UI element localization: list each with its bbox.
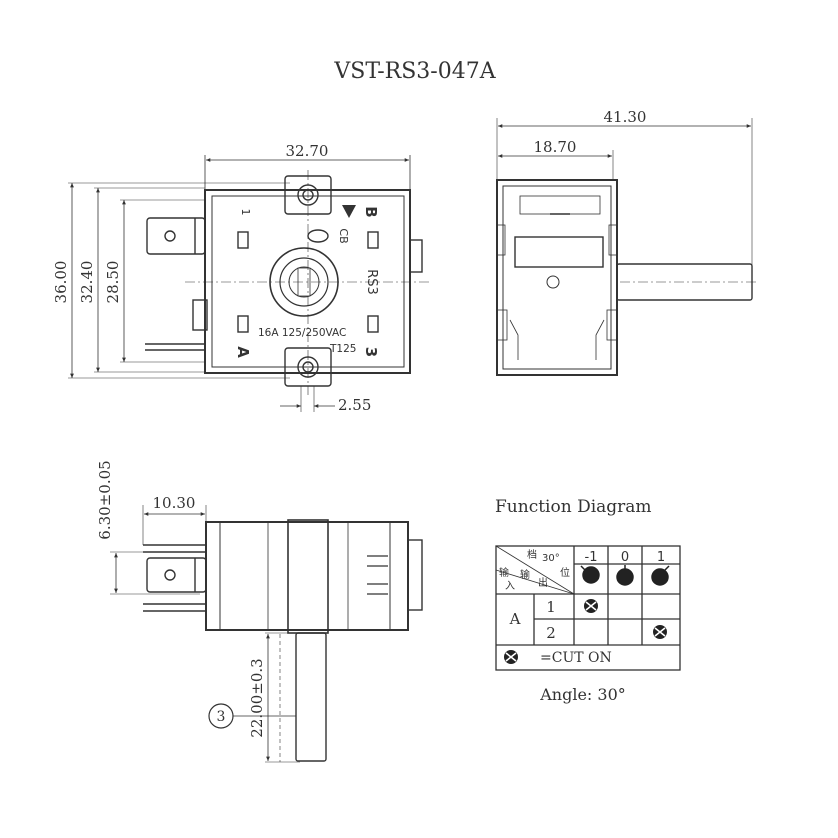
- label-term-3: 3: [362, 347, 380, 357]
- angle-label: Angle: 30°: [539, 685, 626, 704]
- position-0: 0: [621, 550, 629, 565]
- dim-tab-width: 2.55: [338, 396, 371, 414]
- label-cb: CB: [337, 228, 350, 243]
- side-view: [496, 118, 757, 376]
- output-2: 2: [546, 624, 556, 642]
- label-mark-1: 1: [239, 209, 252, 216]
- function-diagram-title: Function Diagram: [495, 497, 652, 517]
- function-table: [495, 545, 681, 671]
- label-term-b: B: [362, 206, 380, 217]
- cut-on-icon: [504, 650, 518, 664]
- header-out1: 输: [520, 568, 530, 581]
- knob-icon: [651, 565, 670, 586]
- output-1: 1: [546, 598, 556, 616]
- cut-on-icon: [584, 599, 598, 613]
- position-minus1: -1: [585, 550, 598, 565]
- label-term-a: A: [234, 346, 252, 358]
- dim-bottom-height: 6.30±0.05: [96, 460, 114, 539]
- front-view: [68, 155, 430, 412]
- knob-icon: [580, 565, 600, 584]
- header-angle: 30°: [542, 553, 560, 564]
- bottom-view: [110, 505, 423, 763]
- dim-side-body: 18.70: [534, 138, 577, 156]
- legend-cut-on: =CUT ON: [540, 650, 612, 666]
- cut-on-icon: [653, 625, 667, 639]
- dim-shaft-length: 22.00±0.3: [248, 658, 266, 737]
- dim-left-mid: 32.40: [78, 261, 96, 304]
- dim-left-inner: 28.50: [104, 261, 122, 304]
- label-rating: 16A 125/250VAC: [258, 327, 346, 339]
- header-pos-glyph: 档: [527, 548, 537, 561]
- position-1: 1: [657, 550, 665, 565]
- header-out2: 出: [538, 576, 548, 589]
- dim-side-total: 41.30: [604, 108, 647, 126]
- knob-icon: [616, 565, 634, 586]
- label-rs3: RS3: [364, 269, 379, 295]
- header-in2: 入: [505, 581, 515, 592]
- label-temp: T125: [329, 343, 356, 355]
- header-in1: 输: [499, 566, 509, 579]
- drawing-title: VST-RS3-047A: [333, 59, 496, 84]
- input-a: A: [509, 610, 521, 628]
- header-pos-label: 位: [560, 566, 570, 579]
- dim-top-width: 32.70: [286, 142, 329, 160]
- dim-left-outer: 36.00: [52, 261, 70, 304]
- note-circle-number: 3: [217, 709, 226, 725]
- dim-bottom-terminal: 10.30: [153, 494, 196, 512]
